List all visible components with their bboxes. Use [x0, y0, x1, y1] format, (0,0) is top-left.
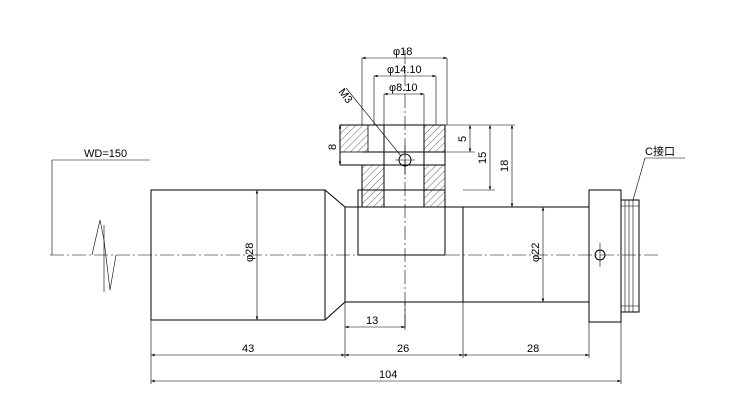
right-height-dimensions: [445, 124, 515, 208]
dim-h8: 8: [327, 144, 339, 150]
dim-l28: 28: [527, 343, 539, 355]
dim-d28: φ28: [244, 243, 256, 262]
dim-l43: 43: [242, 343, 254, 355]
dim-h18: 18: [499, 160, 511, 172]
dim-l13: 13: [366, 315, 378, 327]
dim-h15: 15: [477, 152, 489, 164]
top-diameter-dimensions: [361, 56, 448, 125]
m3-label: M3: [336, 86, 355, 105]
dim-d22: φ22: [530, 243, 542, 262]
c-mount-flange: [588, 189, 640, 323]
bottom-length-dimensions: [150, 302, 622, 384]
dim-l26: 26: [397, 343, 409, 355]
dim-h5: 5: [457, 136, 469, 142]
dim-d8: φ8.10: [389, 82, 418, 94]
wd-label: WD=150: [84, 148, 127, 160]
dim-l104: 104: [379, 369, 397, 381]
dim-d18: φ18: [393, 46, 412, 58]
illumination-port: [339, 50, 446, 330]
dim-d14: φ14.10: [387, 64, 422, 76]
working-distance-indicator: [51, 159, 150, 292]
rear-body: [462, 206, 590, 303]
c-mount-label: C接口: [645, 145, 675, 158]
